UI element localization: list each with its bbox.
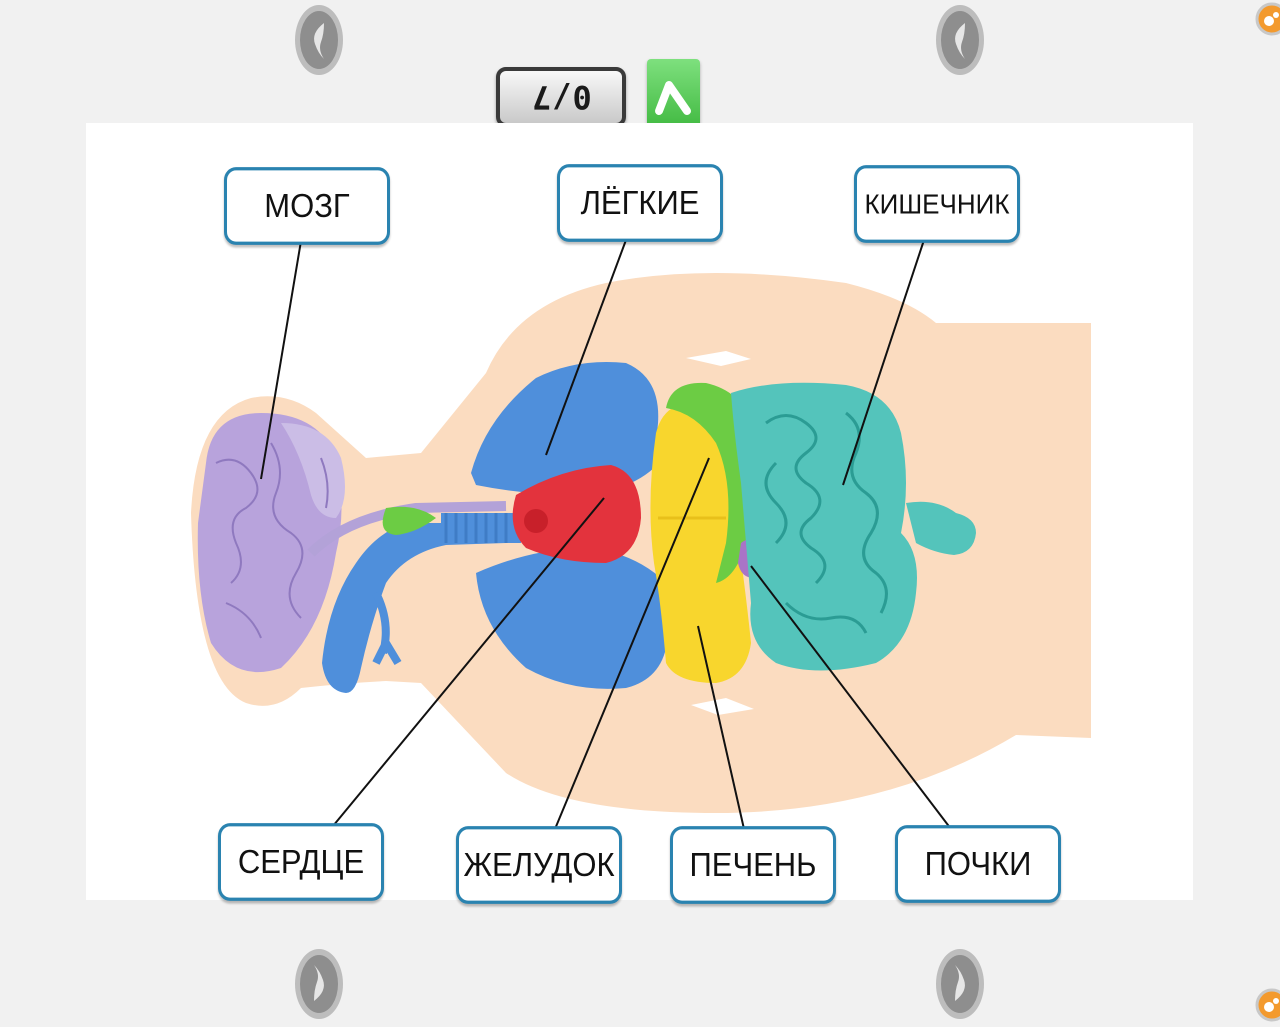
label-heart[interactable]: СЕРДЦЕ xyxy=(218,823,384,901)
seat-button-bottom-left[interactable] xyxy=(294,947,344,1021)
leader-line-heart xyxy=(332,497,605,827)
heart-organ xyxy=(512,465,641,563)
player-seat-icon xyxy=(295,5,343,75)
lungs-organ xyxy=(471,362,668,689)
stomach-organ xyxy=(666,382,754,583)
label-liver[interactable]: ПЕЧЕНЬ xyxy=(670,826,836,904)
seat-button-bottom-right[interactable] xyxy=(935,947,985,1021)
seat-button-top-right[interactable] xyxy=(935,3,985,77)
leader-line-kidneys xyxy=(750,565,952,830)
brain-organ xyxy=(197,413,345,673)
player-seat-icon xyxy=(936,5,984,75)
label-lungs[interactable]: ЛЁГКИЕ xyxy=(557,164,723,242)
player-seat-icon xyxy=(936,949,984,1019)
leader-line-brain xyxy=(260,240,302,480)
corner-emblem-icon xyxy=(1255,2,1280,36)
body-illustration xyxy=(191,239,1091,830)
anatomy-card: МОЗГ ЛЁГКИЕ КИШЕЧНИК СЕРДЦЕ ЖЕЛУДОК ПЕЧЕ… xyxy=(86,123,1193,904)
intestine-organ xyxy=(731,382,976,671)
label-intestine[interactable]: КИШЕЧНИК xyxy=(854,165,1020,243)
leader-line-stomach xyxy=(554,457,710,830)
player-seat-icon xyxy=(295,949,343,1019)
label-stomach[interactable]: ЖЕЛУДОК xyxy=(456,826,622,904)
score-counter: 0/7 xyxy=(496,67,626,127)
corner-emblem-bottom[interactable] xyxy=(1250,988,1280,1022)
label-kidneys[interactable]: ПОЧКИ xyxy=(895,825,1061,903)
seat-button-top-left[interactable] xyxy=(294,3,344,77)
leader-line-intestine xyxy=(842,239,925,486)
leader-line-liver xyxy=(697,625,745,830)
corner-emblem-icon xyxy=(1255,988,1280,1022)
check-icon xyxy=(655,81,691,115)
score-text: 0/7 xyxy=(530,78,592,116)
leader-lines xyxy=(260,239,952,830)
label-brain[interactable]: МОЗГ xyxy=(224,167,390,245)
leader-line-lungs xyxy=(545,239,627,456)
corner-emblem-top[interactable] xyxy=(1250,2,1280,36)
